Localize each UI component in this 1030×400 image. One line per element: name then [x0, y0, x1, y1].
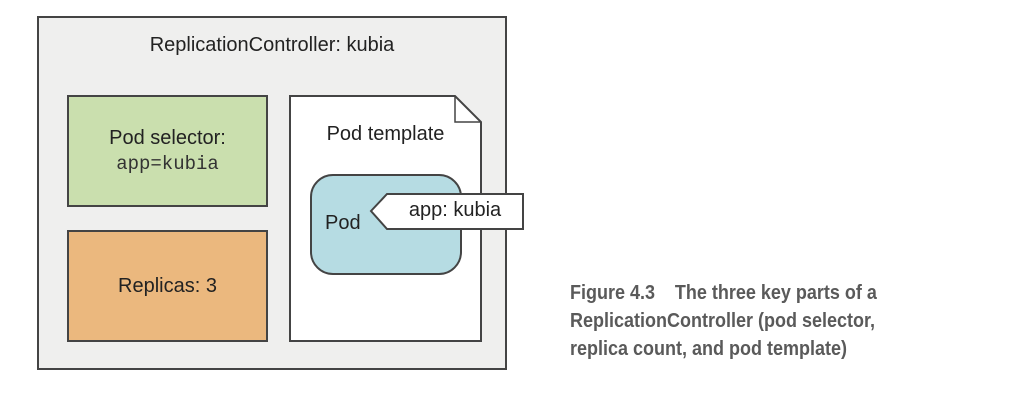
figure-number: Figure 4.3	[570, 282, 656, 304]
pod-selector-value: app=kubia	[116, 153, 219, 175]
controller-title: ReplicationController: kubia	[149, 34, 395, 56]
pod-label-tag: app: kubia	[408, 199, 502, 221]
pod-selector-box: Pod selector: app=kubia	[67, 95, 268, 207]
document-fold-icon	[454, 96, 481, 123]
figure-caption: Figure 4.3 The three key parts of a Repli…	[570, 279, 877, 363]
caption-line-3: replica count, and pod template)	[570, 338, 848, 360]
label-tag-shape	[369, 193, 524, 230]
replicas-label: Replicas: 3	[118, 275, 217, 297]
caption-line-1: The three key parts of a	[674, 282, 877, 304]
pod-selector-label: Pod selector:	[109, 127, 226, 149]
caption-line-2: ReplicationController (pod selector,	[570, 310, 876, 332]
pod-label: Pod	[325, 212, 361, 234]
replicas-box: Replicas: 3	[67, 230, 268, 342]
pod-template-title: Pod template	[326, 123, 445, 145]
